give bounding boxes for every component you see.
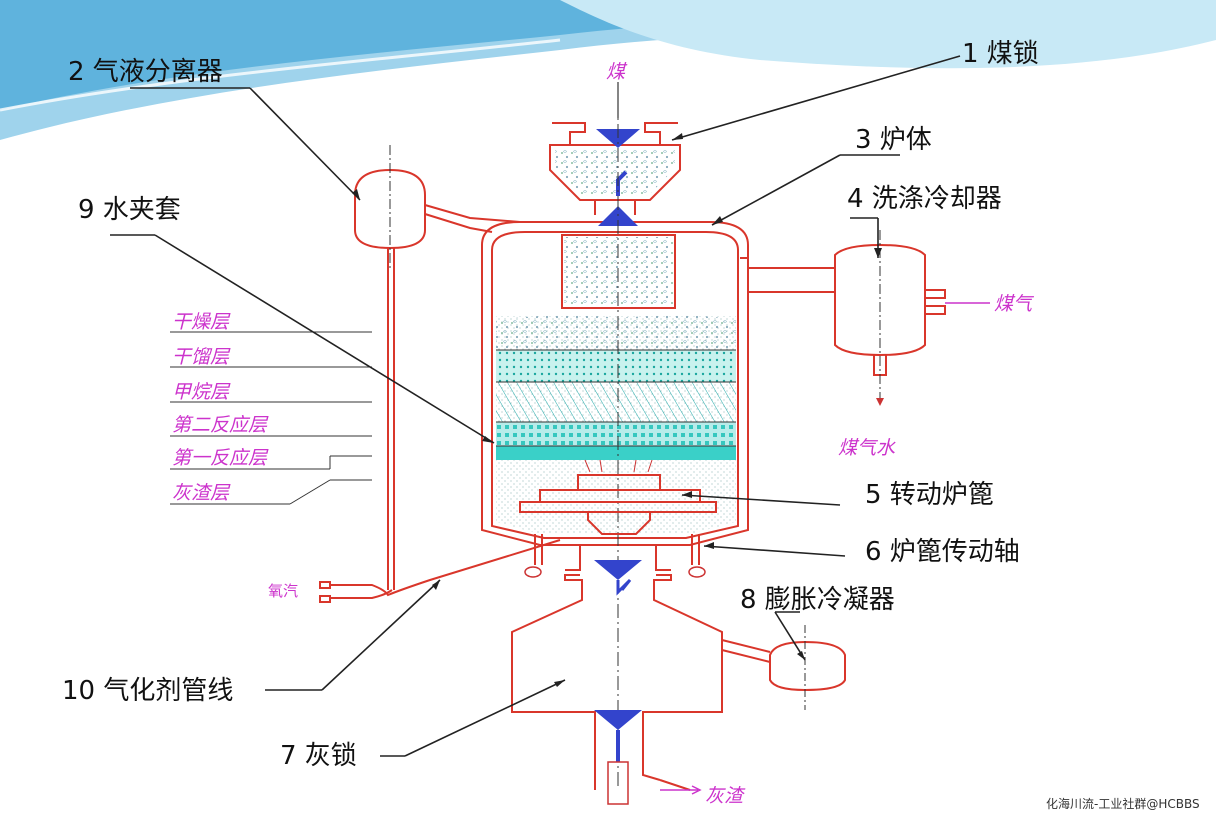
label-rotating-grate: 5 转动炉篦	[865, 480, 994, 510]
washing-cooler	[740, 230, 990, 406]
watermark: 化海川流-工业社群@HCBBS	[1046, 796, 1200, 811]
flow-gas-out: 煤气	[994, 293, 1035, 315]
label-expansion-condenser: 8 膨胀冷凝器	[740, 585, 895, 615]
gasifier-pipeline	[319, 539, 561, 603]
expansion-condenser	[721, 625, 846, 710]
flow-agent-in: 氧汽	[268, 582, 298, 600]
layer-ash: 灰渣层	[172, 482, 231, 504]
flow-coal-in: 煤	[606, 61, 628, 83]
layer-second-reaction: 第二反应层	[172, 414, 269, 436]
layer-labels: 干燥层 干馏层 甲烷层 第二反应层 第一反应层 灰渣层	[172, 311, 269, 504]
rotating-grate	[519, 459, 717, 535]
label-washing-cooler: 4 洗涤冷却器	[847, 184, 1002, 214]
leader-lines	[110, 55, 961, 757]
label-gasifier-pipeline: 10 气化剂管线	[62, 676, 233, 706]
label-water-jacket: 9 水夹套	[78, 195, 181, 225]
layer-first-reaction: 第一反应层	[172, 447, 269, 469]
label-gas-liquid-separator: 2 气液分离器	[68, 57, 223, 87]
gas-liquid-separator	[354, 145, 521, 590]
flow-ash-out: 灰渣	[705, 785, 746, 807]
coal-lock-upper-cone	[596, 129, 640, 148]
component-labels: 1 煤锁 2 气液分离器 3 炉体 4 洗涤冷却器 9 水夹套 5 转动炉篦 6…	[62, 39, 1039, 771]
header-band	[0, 0, 1216, 140]
bed-layers	[496, 315, 736, 460]
label-ash-lock: 7 灰锁	[280, 741, 357, 771]
ash-lock-lower-cone	[594, 710, 642, 730]
layer-dry-distillation: 干馏层	[172, 346, 231, 368]
layer-methane: 甲烷层	[172, 381, 231, 403]
ash-lock	[511, 545, 723, 805]
label-coal-lock: 1 煤锁	[962, 39, 1039, 69]
layer-guide-lines	[170, 331, 372, 505]
coal-lock	[549, 122, 681, 309]
label-grate-drive-shaft: 6 炉篦传动轴	[865, 537, 1020, 567]
ash-lock-upper-cone	[594, 560, 642, 580]
layer-drying: 干燥层	[172, 311, 231, 333]
flow-gas-water: 煤气水	[838, 437, 896, 459]
flow-labels: 煤 煤气 煤气水 灰渣 氧汽	[268, 61, 1035, 807]
label-furnace-body: 3 炉体	[855, 125, 932, 155]
grate-drive-shaft	[524, 534, 706, 578]
